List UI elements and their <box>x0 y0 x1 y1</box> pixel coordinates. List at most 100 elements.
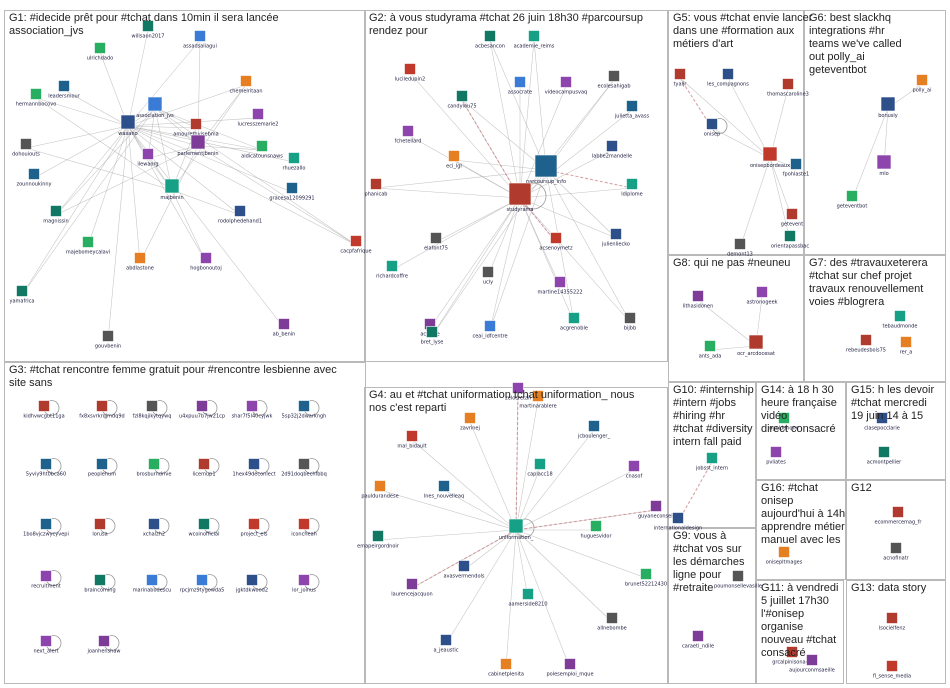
node-5sp32j2dwarkngh[interactable]: 5sp32j2dwarkngh <box>282 400 327 420</box>
node-u4xpuu7b7jw21cp[interactable]: u4xpuu7b7jw21cp <box>179 400 225 420</box>
node-wcoinofficial[interactable]: wcoinofficial <box>189 518 220 538</box>
node-uniformation_[interactable]: uniformation_ <box>499 518 535 541</box>
node-laurencejacquon[interactable]: laurencejacquon <box>391 578 433 598</box>
node-1bo8vjczwycyvepi[interactable]: 1bo8vjczwycyvepi <box>23 518 69 538</box>
node-tebaudmonde[interactable]: tebaudmonde <box>883 310 918 330</box>
node-ngoldanone[interactable]: ngoldanone <box>769 412 799 432</box>
node-internationaldesign[interactable]: internationaldesign <box>654 512 702 532</box>
node-bijbb[interactable]: bijbb <box>624 312 636 332</box>
node-zavrinej[interactable]: zavrinej <box>460 412 480 432</box>
node-yamafrica[interactable]: yamafrica <box>10 285 35 305</box>
node-majebomeycalavi[interactable]: majebomeycalavi <box>66 236 110 256</box>
node-fpohlaste1[interactable]: fpohlaste1 <box>783 158 809 178</box>
node-labbe2mandelle[interactable]: labbe2mandelle <box>592 140 632 160</box>
node-demont13[interactable]: demont13 <box>727 238 753 258</box>
node-1hex49deconlect[interactable]: 1hex49deconlect <box>232 458 276 478</box>
node-acbesancon[interactable]: acbesancon <box>475 30 505 50</box>
node-acmontpellier[interactable]: acmontpellier <box>867 446 902 466</box>
node-braincoming[interactable]: braincoming <box>84 574 116 594</box>
node-eci_lgl[interactable]: eci_lgl <box>446 150 462 170</box>
node-recruitment[interactable]: recruitment <box>31 570 62 590</box>
node-ants_ada[interactable]: ants_ada <box>699 340 722 360</box>
node-assadsaliagui[interactable]: assadsaliagui <box>183 30 217 50</box>
node-majbenin[interactable]: majbenin <box>160 178 184 201</box>
node-peoplehum[interactable]: peoplehum <box>88 458 118 478</box>
node-cacpfafrique[interactable]: cacpfafrique <box>340 235 372 255</box>
node-fl_sense_media[interactable]: fl_sense_media <box>873 660 911 680</box>
node-fchetellard[interactable]: fchetellard <box>395 125 422 145</box>
node-leadersmour[interactable]: leadersmour <box>48 80 81 100</box>
node-waxano[interactable]: waxano <box>118 114 138 137</box>
node-onisep[interactable]: onisep <box>704 118 728 138</box>
node-dohouiouts[interactable]: dohouiouts <box>12 138 40 158</box>
node-2d91doqbechfbbq[interactable]: 2d91doqbechfbbq <box>281 458 327 478</box>
node-xchalzh2[interactable]: xchalzh2 <box>143 518 170 538</box>
node-poumonsellevasille[interactable]: poumonsellevasille <box>714 570 762 590</box>
node-ab_benin[interactable]: ab_benin <box>273 318 296 338</box>
node-rebeudesbois75[interactable]: rebeudesbois75 <box>846 334 886 354</box>
node-bret_lyse[interactable]: bret_lyse <box>421 326 444 346</box>
node-lorusa[interactable]: lorusa <box>92 518 116 538</box>
node-gracesa12099291[interactable]: gracesa12099291 <box>269 182 315 202</box>
node-polesemploi_mque[interactable]: polesemploi_mque <box>546 658 594 678</box>
node-avasvermendols[interactable]: avasvermendols <box>443 560 485 580</box>
node-julietta_avass[interactable]: julietta_avass <box>614 100 650 120</box>
node-martine14355222[interactable]: martine14355222 <box>537 276 583 296</box>
node-cabinetplenita[interactable]: cabinetplenita <box>488 658 524 678</box>
node-aujourconmsaeille[interactable]: aujourconmsaeille <box>789 654 835 674</box>
node-ecommercemag_fr[interactable]: ecommercemag_fr <box>875 506 923 526</box>
node-ecolesahigab[interactable]: ecolesahigab <box>598 70 631 90</box>
node-hogbonoutoj[interactable]: hogbonoutoj <box>190 252 222 272</box>
node-brosburndrive[interactable]: brosburndrive <box>137 458 172 478</box>
node-parcoursup_info[interactable]: parcoursup_info <box>526 154 566 185</box>
node-martinarablere[interactable]: martinarablere <box>519 390 557 410</box>
node-astronogeek[interactable]: astronogeek <box>746 286 778 306</box>
node-academie_reims[interactable]: academie_reims <box>514 30 555 50</box>
node-orientapassbac[interactable]: orientapassbac <box>771 230 809 250</box>
node-fx8xsvrkrqjmdq9d[interactable]: fx8xsvrkrqjmdq9d <box>79 400 125 420</box>
node-lithasidonen[interactable]: lithasidonen <box>683 290 714 310</box>
node-cnasof[interactable]: cnasof <box>626 460 643 480</box>
node-jcboulenger_[interactable]: jcboulenger_ <box>577 420 610 440</box>
node-ilewaorg[interactable]: ilewaorg <box>137 148 159 168</box>
node-candylou75[interactable]: candylou75 <box>447 90 477 110</box>
node-mal_bidault[interactable]: mal_bidault <box>397 430 427 450</box>
node-geteventbot[interactable]: geteventbot <box>837 190 868 210</box>
node-emapeirgordnoir[interactable]: emapeirgordnoir <box>357 530 400 550</box>
node-association_jvs[interactable]: association_jvs <box>136 96 174 119</box>
node-rodolphedehand1[interactable]: rodolphedehand1 <box>218 205 262 225</box>
node-onisepbordeaux[interactable]: onisepbordeaux <box>750 146 790 169</box>
node-pvliates[interactable]: pvliates <box>766 446 786 466</box>
node-bonusly[interactable]: bonusly <box>878 96 898 119</box>
node-a_jeaustic[interactable]: a_jeaustic <box>434 634 459 654</box>
node-brunet52212430[interactable]: brunet52212430 <box>625 568 667 588</box>
node-grcalpinisonadv[interactable]: grcalpinisonadv <box>772 646 812 666</box>
node-hermannbocovo[interactable]: hermannbocovo <box>16 88 57 108</box>
node-next_alert[interactable]: next_alert <box>33 635 62 655</box>
node-willsaon2017[interactable]: willsaon2017 <box>132 20 165 40</box>
node-polly_ai[interactable]: polly_ai <box>913 74 932 94</box>
node-kidhvwcgut11ga[interactable]: kidhvwcgut11ga <box>23 400 65 420</box>
node-zounnoukinny[interactable]: zounnoukinny <box>17 168 52 188</box>
node-amourethvisebma[interactable]: amourethvisebma <box>173 118 219 138</box>
node-magnissin[interactable]: magnissin <box>43 205 69 225</box>
node-aamerside8210[interactable]: aamerside8210 <box>508 588 548 608</box>
node-ucly[interactable]: ucly <box>482 266 494 286</box>
node-lsocielfenz[interactable]: lsocielfenz <box>879 612 906 632</box>
node-guyaneconseil[interactable]: guyaneconseil <box>638 500 674 520</box>
node-rer_a[interactable]: rer_a <box>900 336 913 356</box>
node-allnebombe[interactable]: allnebombe <box>597 612 627 632</box>
node-chemelritaan[interactable]: chemelritaan <box>229 75 263 95</box>
node-elafont75[interactable]: elafont75 <box>424 232 448 252</box>
node-phanicab[interactable]: phanicab <box>365 178 388 198</box>
node-abdlastone[interactable]: abdlastone <box>126 252 154 272</box>
node-les_compagnons[interactable]: les_compagnons <box>707 68 749 88</box>
node-mlo[interactable]: mlo <box>876 154 892 177</box>
node-rpcjmz9tygowda5[interactable]: rpcjmz9tygowda5 <box>180 574 225 594</box>
node-licemup1[interactable]: licemup1 <box>193 458 220 478</box>
node-richardcoffre[interactable]: richardcoffre <box>376 260 408 280</box>
node-iconcheah[interactable]: iconcheah <box>291 518 320 538</box>
node-ceai_idfcentre[interactable]: ceai_idfcentre <box>472 320 508 340</box>
node-onisepltmages[interactable]: onisepltmages <box>766 546 803 566</box>
node-acsenoymetz[interactable]: acsenoymetz <box>539 232 573 252</box>
